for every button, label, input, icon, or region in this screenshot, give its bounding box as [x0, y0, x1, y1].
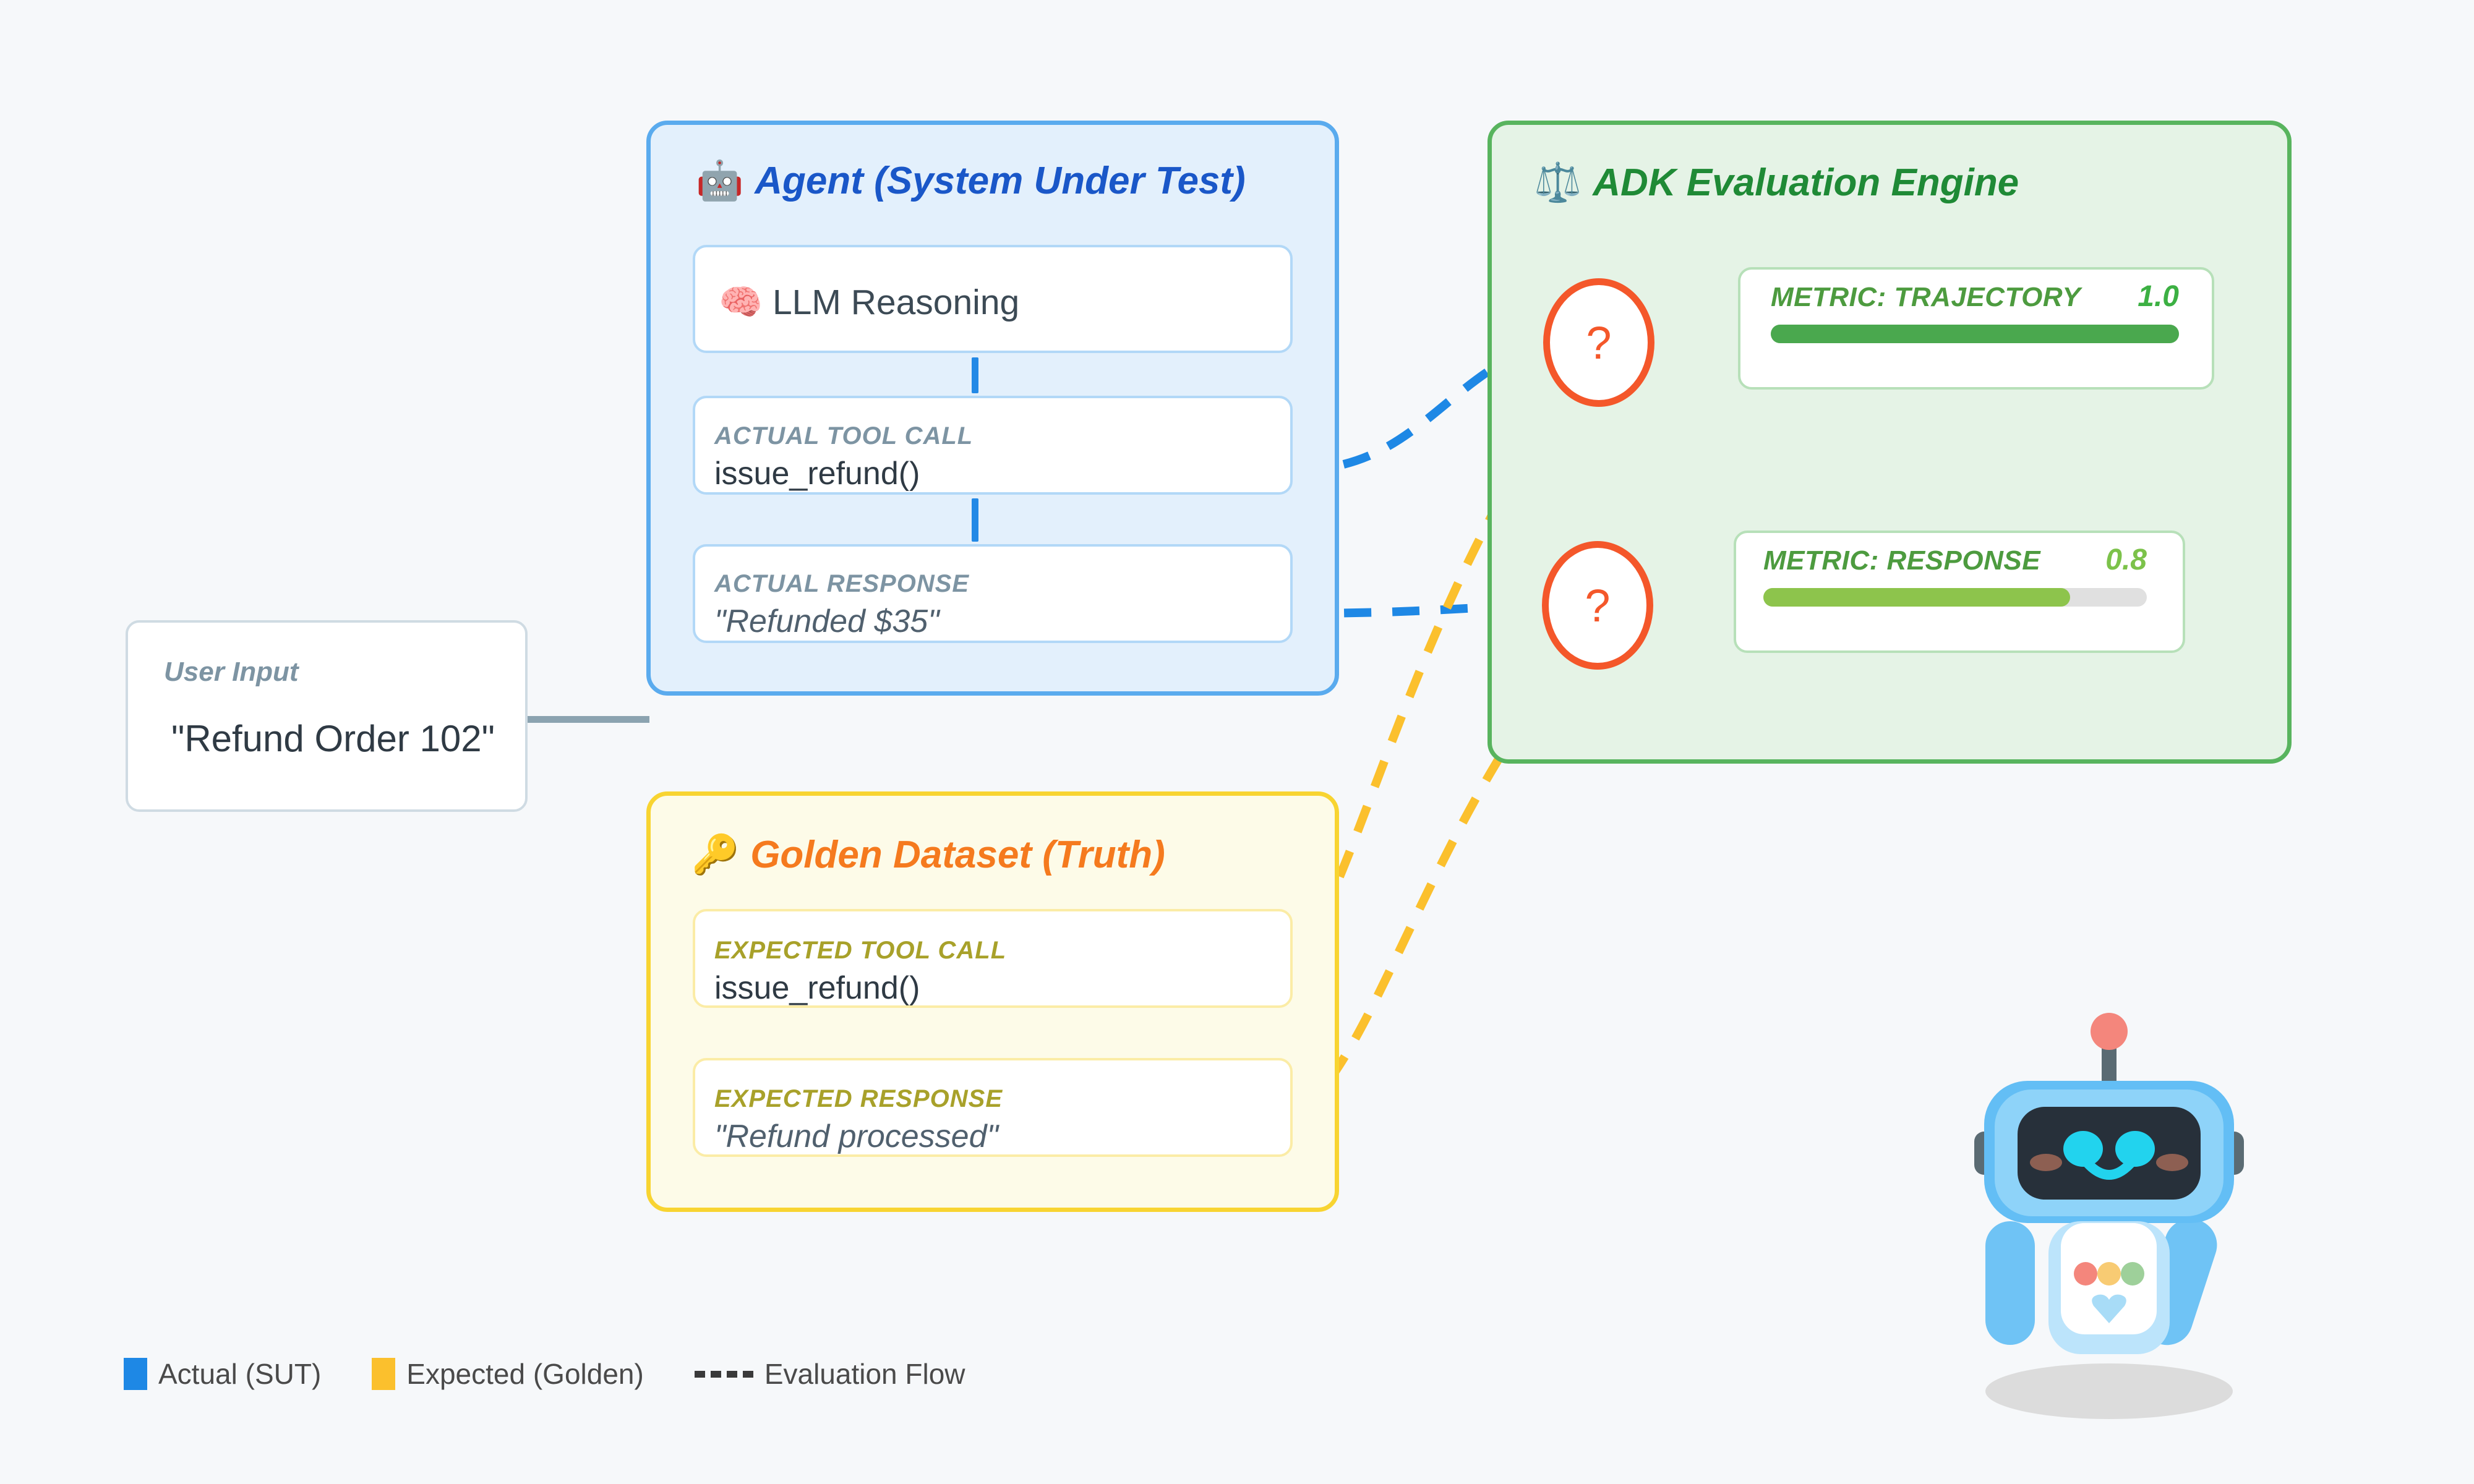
user-input-text: "Refund Order 102" [171, 718, 495, 759]
user-input-label: User Input [164, 657, 299, 687]
expected-response-label: EXPECTED RESPONSE [714, 1085, 1003, 1112]
expected-tool-call-card[interactable] [693, 909, 1293, 1008]
brain-emoji-icon: 🧠 [719, 282, 763, 323]
legend-label-actual: Actual (SUT) [158, 1358, 322, 1390]
legend: Actual (SUT) Expected (Golden) Evaluatio… [124, 1357, 965, 1391]
comparison-marker-trajectory[interactable]: ? [1543, 278, 1654, 407]
legend-swatch-actual [124, 1358, 147, 1390]
evaluation-title-text: ADK Evaluation Engine [1593, 161, 2019, 204]
actual-tool-call-label: ACTUAL TOOL CALL [714, 422, 974, 450]
expected-tool-call-value: issue_refund() [714, 970, 920, 1006]
actual-response-label: ACTUAL RESPONSE [714, 570, 970, 597]
legend-dash-icon [694, 1370, 753, 1378]
golden-title-text: Golden Dataset (Truth) [750, 833, 1165, 876]
user-input-value: "Refund Order 102" [164, 717, 495, 760]
user-input-connector [523, 716, 649, 723]
golden-dataset-title: 🔑 Golden Dataset (Truth) [691, 832, 1165, 877]
robot-mascot-illustration [1974, 1013, 2244, 1419]
metric-trajectory-header: METRIC: TRAJECTORY 1.0 [1771, 279, 2179, 313]
actual-tool-call-card[interactable] [693, 396, 1293, 495]
metric-trajectory-bar-fill [1771, 325, 2179, 343]
llm-reasoning-card[interactable] [693, 245, 1293, 353]
legend-item-flow: Evaluation Flow [694, 1357, 965, 1391]
metric-response-label: METRIC: RESPONSE [1763, 545, 2041, 576]
metric-response-score: 0.8 [2105, 544, 2147, 576]
balance-scale-emoji-icon: ⚖️ [1534, 160, 1582, 205]
agent-panel-title: 🤖 Agent (System Under Test) [696, 158, 1246, 203]
legend-item-expected: Expected (Golden) [372, 1357, 644, 1391]
actual-response-value: "Refunded $35" [714, 603, 940, 639]
legend-swatch-expected [372, 1358, 396, 1390]
evaluation-panel-title: ⚖️ ADK Evaluation Engine [1534, 160, 2019, 205]
metric-trajectory-bar-track [1771, 325, 2179, 343]
key-emoji-icon: 🔑 [691, 832, 740, 877]
actual-response-card[interactable] [693, 544, 1293, 643]
metric-trajectory-score: 1.0 [2138, 280, 2179, 313]
expected-response-value: "Refund processed" [714, 1119, 998, 1154]
comparison-marker-response[interactable]: ? [1542, 541, 1653, 670]
metric-response-header: METRIC: RESPONSE 0.8 [1763, 543, 2147, 577]
legend-label-flow: Evaluation Flow [764, 1358, 965, 1390]
expected-response-card[interactable] [693, 1058, 1293, 1157]
llm-reasoning-row: 🧠 LLM Reasoning [719, 281, 1019, 323]
agent-connector-2 [972, 498, 978, 542]
robot-emoji-icon: 🤖 [696, 158, 744, 203]
metric-response-bar-fill [1763, 588, 2070, 607]
expected-tool-call-label: EXPECTED TOOL CALL [714, 937, 1007, 964]
llm-reasoning-label: LLM Reasoning [772, 282, 1020, 322]
legend-label-expected: Expected (Golden) [406, 1358, 644, 1390]
user-input-card[interactable] [126, 620, 528, 812]
agent-connector-1 [972, 357, 978, 393]
metric-trajectory-label: METRIC: TRAJECTORY [1771, 282, 2081, 312]
agent-title-text: Agent (System Under Test) [755, 159, 1246, 202]
actual-tool-call-value: issue_refund() [714, 456, 920, 492]
metric-response-bar-track [1763, 588, 2147, 607]
legend-item-actual: Actual (SUT) [124, 1357, 321, 1391]
